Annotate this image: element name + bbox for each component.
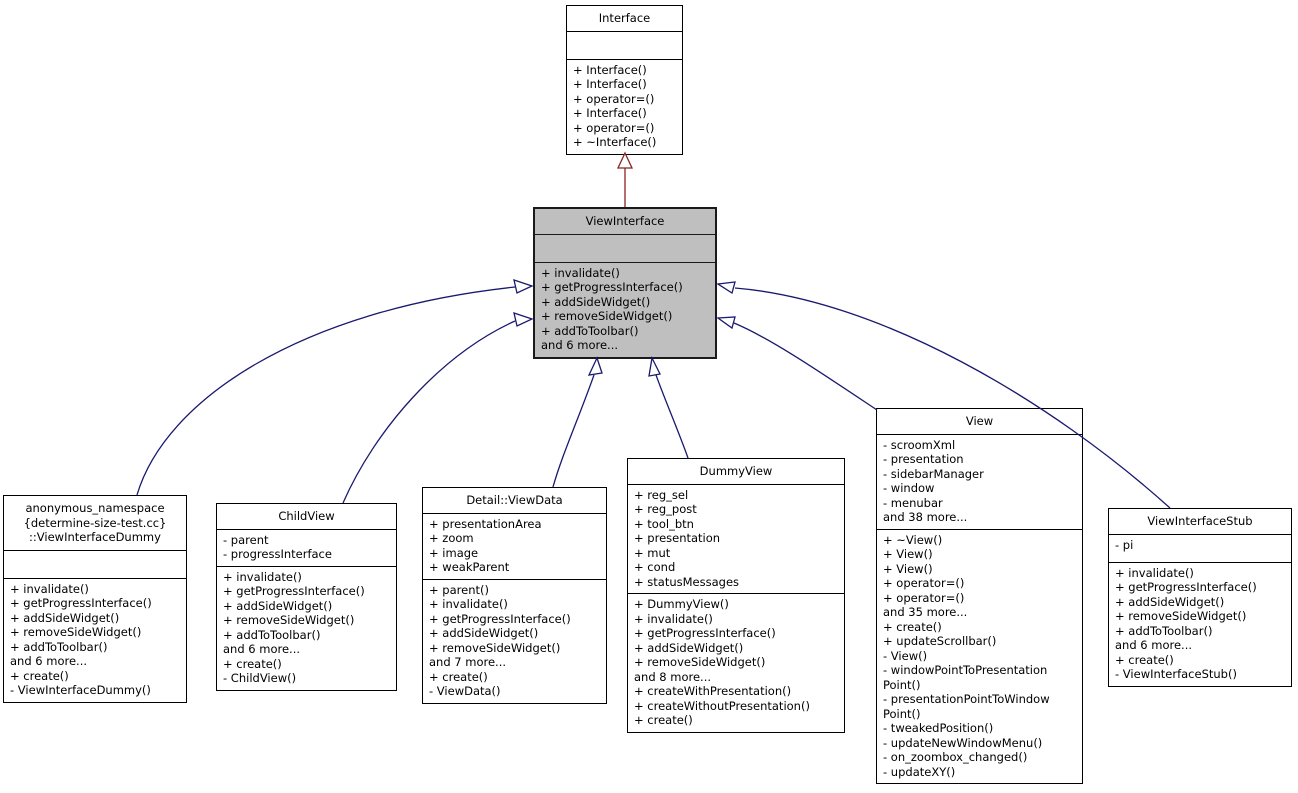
class-title: ChildView — [278, 509, 335, 523]
edge-viewdata-to-viewinterface — [552, 356, 603, 488]
edge-line — [342, 320, 516, 504]
class-box-viewdata[interactable]: Detail::ViewData + presentationArea + zo… — [422, 487, 607, 704]
class-attributes: + presentationArea + zoom + image + weak… — [423, 512, 606, 579]
inheritance-arrowhead — [648, 355, 661, 377]
class-methods: + DummyView() + invalidate() + getProgre… — [628, 593, 844, 732]
class-box-view[interactable]: View - scroomXml - presentation - sideba… — [876, 408, 1083, 784]
class-title: ViewInterfaceStub — [1147, 514, 1253, 528]
inheritance-arrowhead — [513, 279, 534, 294]
class-title: Detail::ViewData — [466, 493, 563, 507]
class-methods: + Interface() + Interface() + operator=(… — [567, 58, 682, 154]
edge-view-to-viewinterface — [716, 316, 878, 411]
edge-line — [136, 286, 516, 496]
class-attributes: - scroomXml - presentation - sidebarMana… — [877, 433, 1082, 529]
class-title: Interface — [598, 11, 651, 25]
edge-viewinterface-to-interface — [616, 151, 634, 207]
class-methods: + invalidate() + getProgressInterface() … — [217, 565, 396, 690]
class-title: anonymous_namespace {determine-size-test… — [23, 501, 167, 544]
edge-line — [655, 374, 689, 459]
class-attributes: - parent - progressInterface — [217, 528, 396, 566]
class-box-viewinterface[interactable]: ViewInterface + invalidate() + getProgre… — [533, 207, 717, 359]
inheritance-arrowhead — [716, 316, 736, 330]
class-methods: + invalidate() + getProgressInterface() … — [1109, 561, 1291, 686]
class-title: View — [965, 414, 994, 428]
class-box-childview[interactable]: ChildView - parent - progressInterface +… — [216, 503, 397, 691]
class-box-viewinterfacestub[interactable]: ViewInterfaceStub - pi + invalidate() + … — [1108, 508, 1292, 687]
inheritance-arrowhead — [616, 151, 634, 169]
inheritance-arrowhead — [716, 281, 736, 295]
edge-viewinterfacedummy-to-viewinterface — [136, 279, 534, 496]
class-attributes: + reg_sel + reg_post + tool_btn + presen… — [628, 483, 844, 594]
class-attributes — [4, 549, 186, 578]
inheritance-arrowhead — [513, 312, 534, 327]
class-methods: + ~View() + View() + View() + operator=(… — [877, 528, 1082, 784]
class-attributes — [567, 30, 682, 59]
class-methods: + invalidate() + getProgressInterface() … — [4, 577, 186, 702]
class-methods: + invalidate() + getProgressInterface() … — [535, 261, 715, 357]
class-attributes: - pi — [1109, 533, 1291, 562]
class-box-interface[interactable]: Interface + Interface() + Interface() + … — [566, 5, 683, 155]
class-methods: + parent() + invalidate() + getProgressI… — [423, 578, 606, 703]
class-box-viewinterfacedummy[interactable]: anonymous_namespace {determine-size-test… — [3, 495, 187, 703]
class-title: ViewInterface — [585, 214, 665, 228]
class-attributes — [535, 233, 715, 262]
edge-childview-to-viewinterface — [342, 312, 534, 504]
edge-dummyview-to-viewinterface — [648, 355, 689, 459]
edge-line — [733, 322, 878, 411]
class-box-dummyview[interactable]: DummyView + reg_sel + reg_post + tool_bt… — [627, 458, 845, 733]
inheritance-arrowhead — [587, 356, 603, 376]
class-title: DummyView — [699, 464, 773, 478]
edge-line — [552, 374, 595, 488]
